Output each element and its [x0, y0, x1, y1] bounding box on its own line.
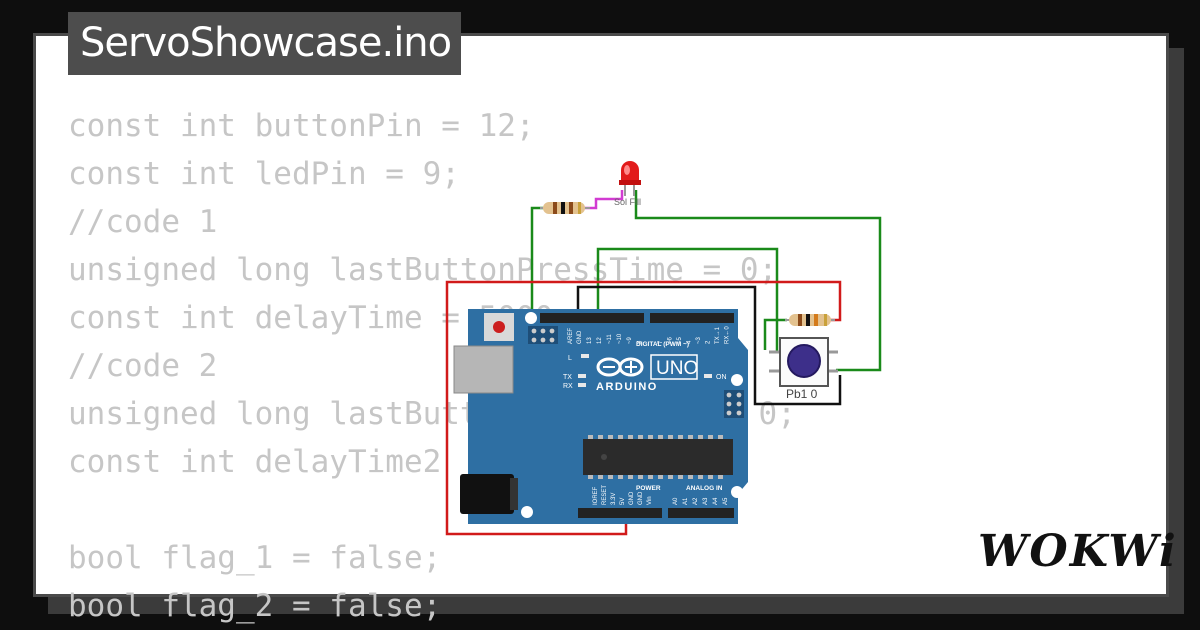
analog-label: ANALOG IN — [686, 485, 723, 492]
push-button — [769, 337, 838, 387]
wire-green-resistor — [530, 206, 545, 318]
button-label: Pb1 0 — [786, 387, 818, 401]
l-label: L — [568, 355, 572, 362]
pin-label: 4 — [687, 340, 693, 344]
pin-label: ~10 — [617, 333, 623, 344]
wire-green-led-button — [634, 190, 882, 372]
code-line: unsigned long lastButtonPressTime = 0; — [68, 252, 778, 288]
pin-label: ~11 — [607, 334, 613, 344]
on-label: ON — [716, 374, 727, 381]
code-line: const int delayTime2 — [68, 444, 442, 480]
pin-label: 3.3V — [611, 493, 617, 505]
pin-label: Vin — [647, 496, 653, 505]
pin-label: A4 — [713, 497, 719, 505]
pin-label: RESET — [602, 485, 608, 505]
rx-label: RX — [563, 383, 573, 390]
tx-label: TX — [563, 374, 572, 381]
pin-label: ~6 — [668, 336, 674, 344]
pin-label: ~5 — [677, 336, 683, 344]
code-line: bool flag_1 = false; — [68, 540, 442, 576]
pin-label: 12 — [597, 337, 603, 344]
pin-label: IOREF — [593, 486, 599, 505]
pin-label: 5V — [620, 498, 626, 505]
pin-label: 8 — [637, 340, 643, 344]
wire-magenta-led — [584, 190, 624, 210]
pin-label: GND — [629, 491, 635, 505]
project-title[interactable]: ServoShowcase.ino — [68, 12, 461, 75]
digital-label: DIGITAL (PWM ~) — [636, 341, 689, 348]
code-line: const int buttonPin = 12; — [68, 108, 535, 144]
pin-label: AREF — [568, 328, 574, 344]
power-label: POWER — [636, 485, 661, 492]
pin-label: A5 — [723, 497, 729, 505]
code-line: bool flag_2 = false; — [68, 588, 442, 624]
led-label: Sol Fill — [614, 197, 641, 207]
pin-label: 2 — [706, 340, 712, 344]
pin-label: A1 — [683, 497, 689, 505]
board-brand: ARDUINO — [596, 381, 658, 393]
wokwi-logo: WOKWi — [978, 526, 1178, 577]
board-model: UNO — [656, 358, 698, 379]
wire-red-5v — [445, 280, 842, 536]
pin-label: A2 — [693, 497, 699, 505]
code-line: //code 2 — [68, 348, 218, 384]
wire-green-pull — [763, 318, 787, 350]
code-preview: const int buttonPin = 12; const int ledPi… — [68, 102, 796, 630]
pin-label: TX→1 — [715, 326, 721, 344]
resistor-2 — [785, 314, 835, 326]
code-line: //code 1 — [68, 204, 218, 240]
pin-label: ~9 — [627, 336, 633, 344]
resistor-1 — [540, 202, 590, 214]
pin-label: 7 — [658, 340, 664, 344]
wire-black-gnd — [576, 285, 842, 406]
pin-label: A0 — [673, 497, 679, 505]
pin-label: ~3 — [696, 336, 702, 344]
code-line: const int ledPin = 9; — [68, 156, 460, 192]
pin-label: A3 — [703, 497, 709, 505]
pin-label: RX←0 — [725, 326, 731, 344]
arduino-board: UNO ARDUINO L TX RX ON DIGITAL (PWM ~) P… — [453, 309, 748, 524]
pin-label: 13 — [587, 337, 593, 344]
pin-label: GND — [638, 491, 644, 505]
pin-label: GND — [577, 330, 583, 344]
led-red — [619, 161, 641, 196]
